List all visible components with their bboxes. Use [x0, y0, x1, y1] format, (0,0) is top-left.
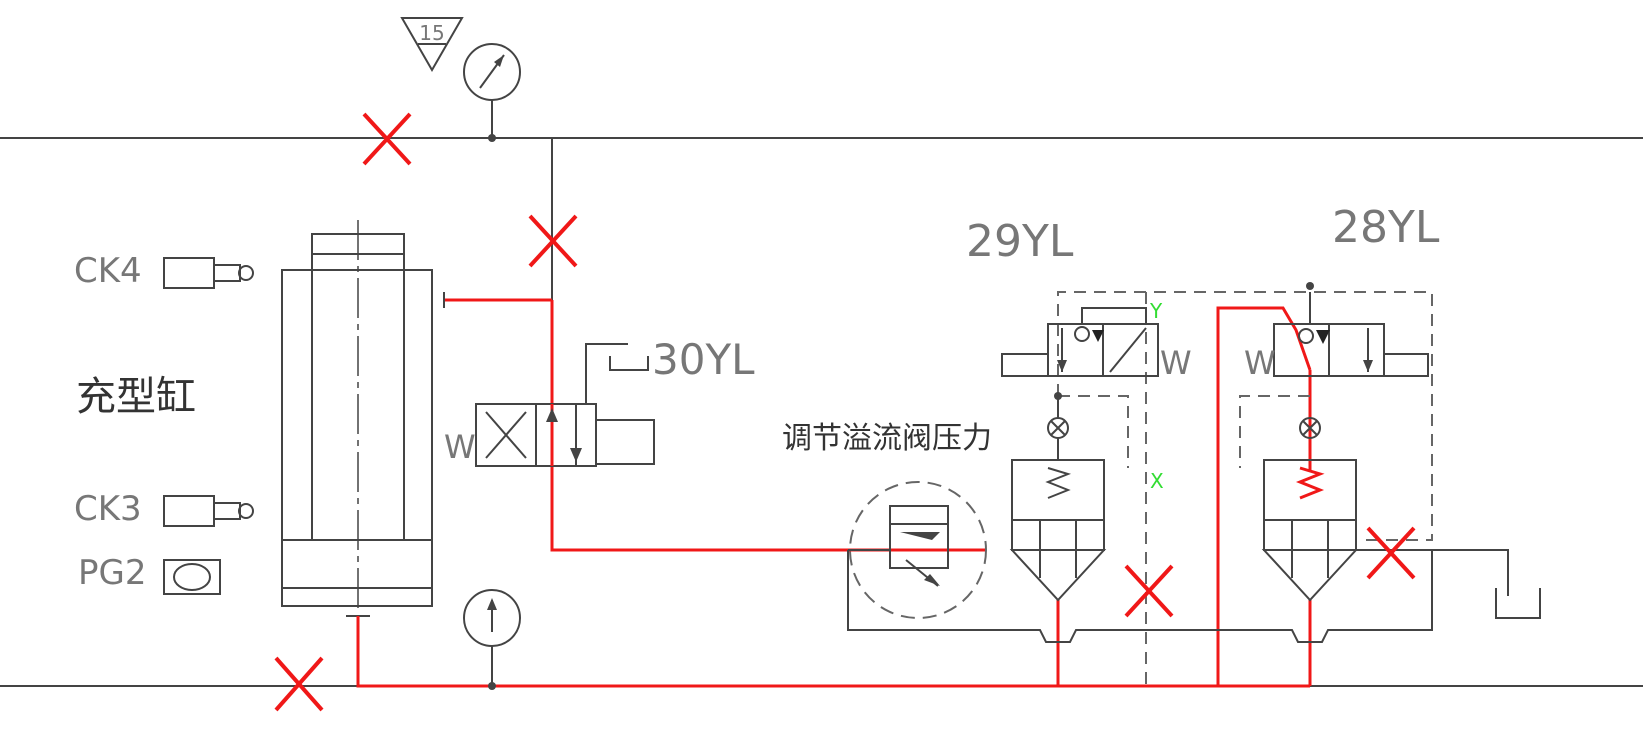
x-mark-branch	[528, 214, 578, 268]
valve-29yl-spring: W	[1160, 344, 1192, 382]
x-mark-tank	[1366, 526, 1416, 580]
relief-valve-29	[1009, 396, 1107, 602]
valve-30yl-spring: W	[444, 428, 476, 466]
valve-29yl: 29YL W Y X	[966, 216, 1192, 493]
valve-30yl-label: 30YL	[652, 335, 755, 384]
cylinder-label: 充型缸	[76, 374, 196, 420]
port-x-label: X	[1150, 469, 1164, 493]
port-y-label: Y	[1149, 299, 1163, 323]
relief-valve-28	[1261, 417, 1359, 602]
triangle-marker: 15	[400, 17, 464, 73]
active-flow-path	[356, 292, 1312, 688]
valve-28yl: 28YL W	[1244, 202, 1440, 382]
adjustable-relief-valve	[889, 505, 949, 587]
red-x-marks	[274, 112, 1416, 712]
x-mark-upper-line	[362, 112, 412, 166]
valve-28yl-label: 28YL	[1332, 202, 1440, 253]
adjust-valve-highlight	[849, 481, 987, 619]
filling-cylinder	[281, 220, 433, 617]
ck3-label: CK3	[74, 489, 142, 529]
relief-adjust-note: 调节溢流阀压力	[782, 421, 992, 456]
sensor-pg2: PG2	[78, 553, 221, 595]
x-mark-lower-left	[274, 656, 324, 712]
pilot-dashed-lines	[1057, 291, 1433, 690]
triangle-marker-label: 15	[419, 21, 444, 45]
valve-29yl-label: 29YL	[966, 216, 1074, 267]
sensor-ck4: CK4	[74, 251, 254, 291]
valve-28yl-spring: W	[1244, 344, 1276, 382]
ck4-label: CK4	[74, 251, 142, 291]
return-manifold	[847, 549, 1541, 643]
valve-30yl: W 30YL	[444, 335, 755, 467]
pressure-gauge-bottom	[463, 589, 521, 690]
pressure-gauge-top	[463, 43, 521, 142]
sensor-ck3: CK3	[74, 489, 254, 529]
x-mark-pilot	[1124, 564, 1174, 618]
pg2-label: PG2	[78, 553, 146, 593]
